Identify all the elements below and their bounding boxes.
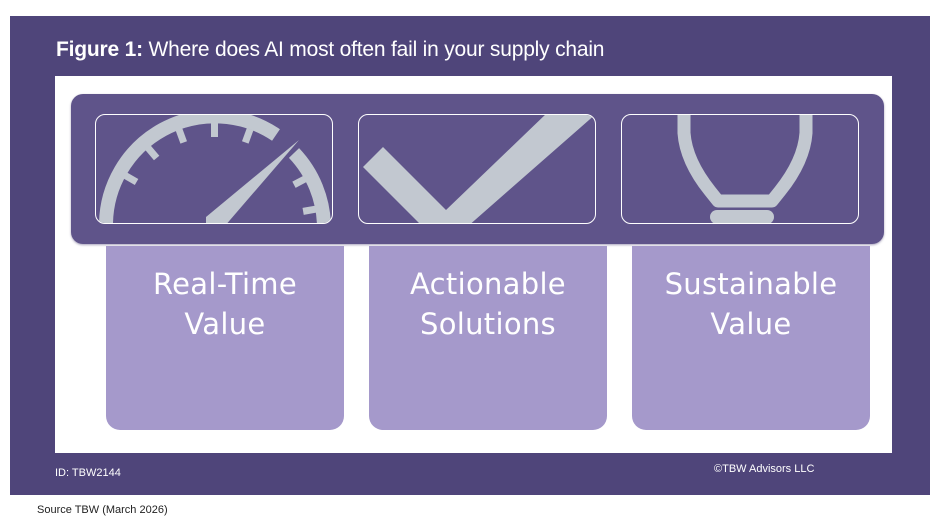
figure-title: Figure 1: Where does AI most often fail … <box>56 38 604 62</box>
figure-label: Figure 1: <box>56 38 143 61</box>
card-label-line2: Solutions <box>420 307 556 341</box>
card-label: Actionable Solutions <box>369 264 607 344</box>
card-sustainable-value: Sustainable Value <box>632 246 870 430</box>
icon-box-speedometer <box>95 114 333 224</box>
icon-box-checkmark <box>358 114 596 224</box>
card-real-time-value: Real-Time Value <box>106 246 344 430</box>
card-label-line2: Value <box>710 307 792 341</box>
speedometer-icon <box>99 115 331 223</box>
card-label: Sustainable Value <box>632 264 870 344</box>
card-label-line1: Real-Time <box>153 267 297 301</box>
copyright: ©TBW Advisors LLC <box>714 463 815 475</box>
checkmark-icon <box>363 115 595 223</box>
card-label-line1: Actionable <box>410 267 566 301</box>
lightbulb-icon <box>677 115 813 223</box>
diagram-panel: Real-Time Value Actionable Solutions Sus… <box>55 76 892 453</box>
source-note: Source TBW (March 2026) <box>37 504 168 516</box>
card-label-line1: Sustainable <box>664 267 838 301</box>
card-label: Real-Time Value <box>106 264 344 344</box>
icon-band <box>71 94 884 244</box>
figure-frame: Figure 1: Where does AI most often fail … <box>10 16 930 495</box>
icon-box-lightbulb <box>621 114 859 224</box>
card-actionable-solutions: Actionable Solutions <box>369 246 607 430</box>
card-label-line2: Value <box>184 307 266 341</box>
figure-title-text: Where does AI most often fail in your su… <box>148 38 605 61</box>
figure-id: ID: TBW2144 <box>55 467 121 479</box>
